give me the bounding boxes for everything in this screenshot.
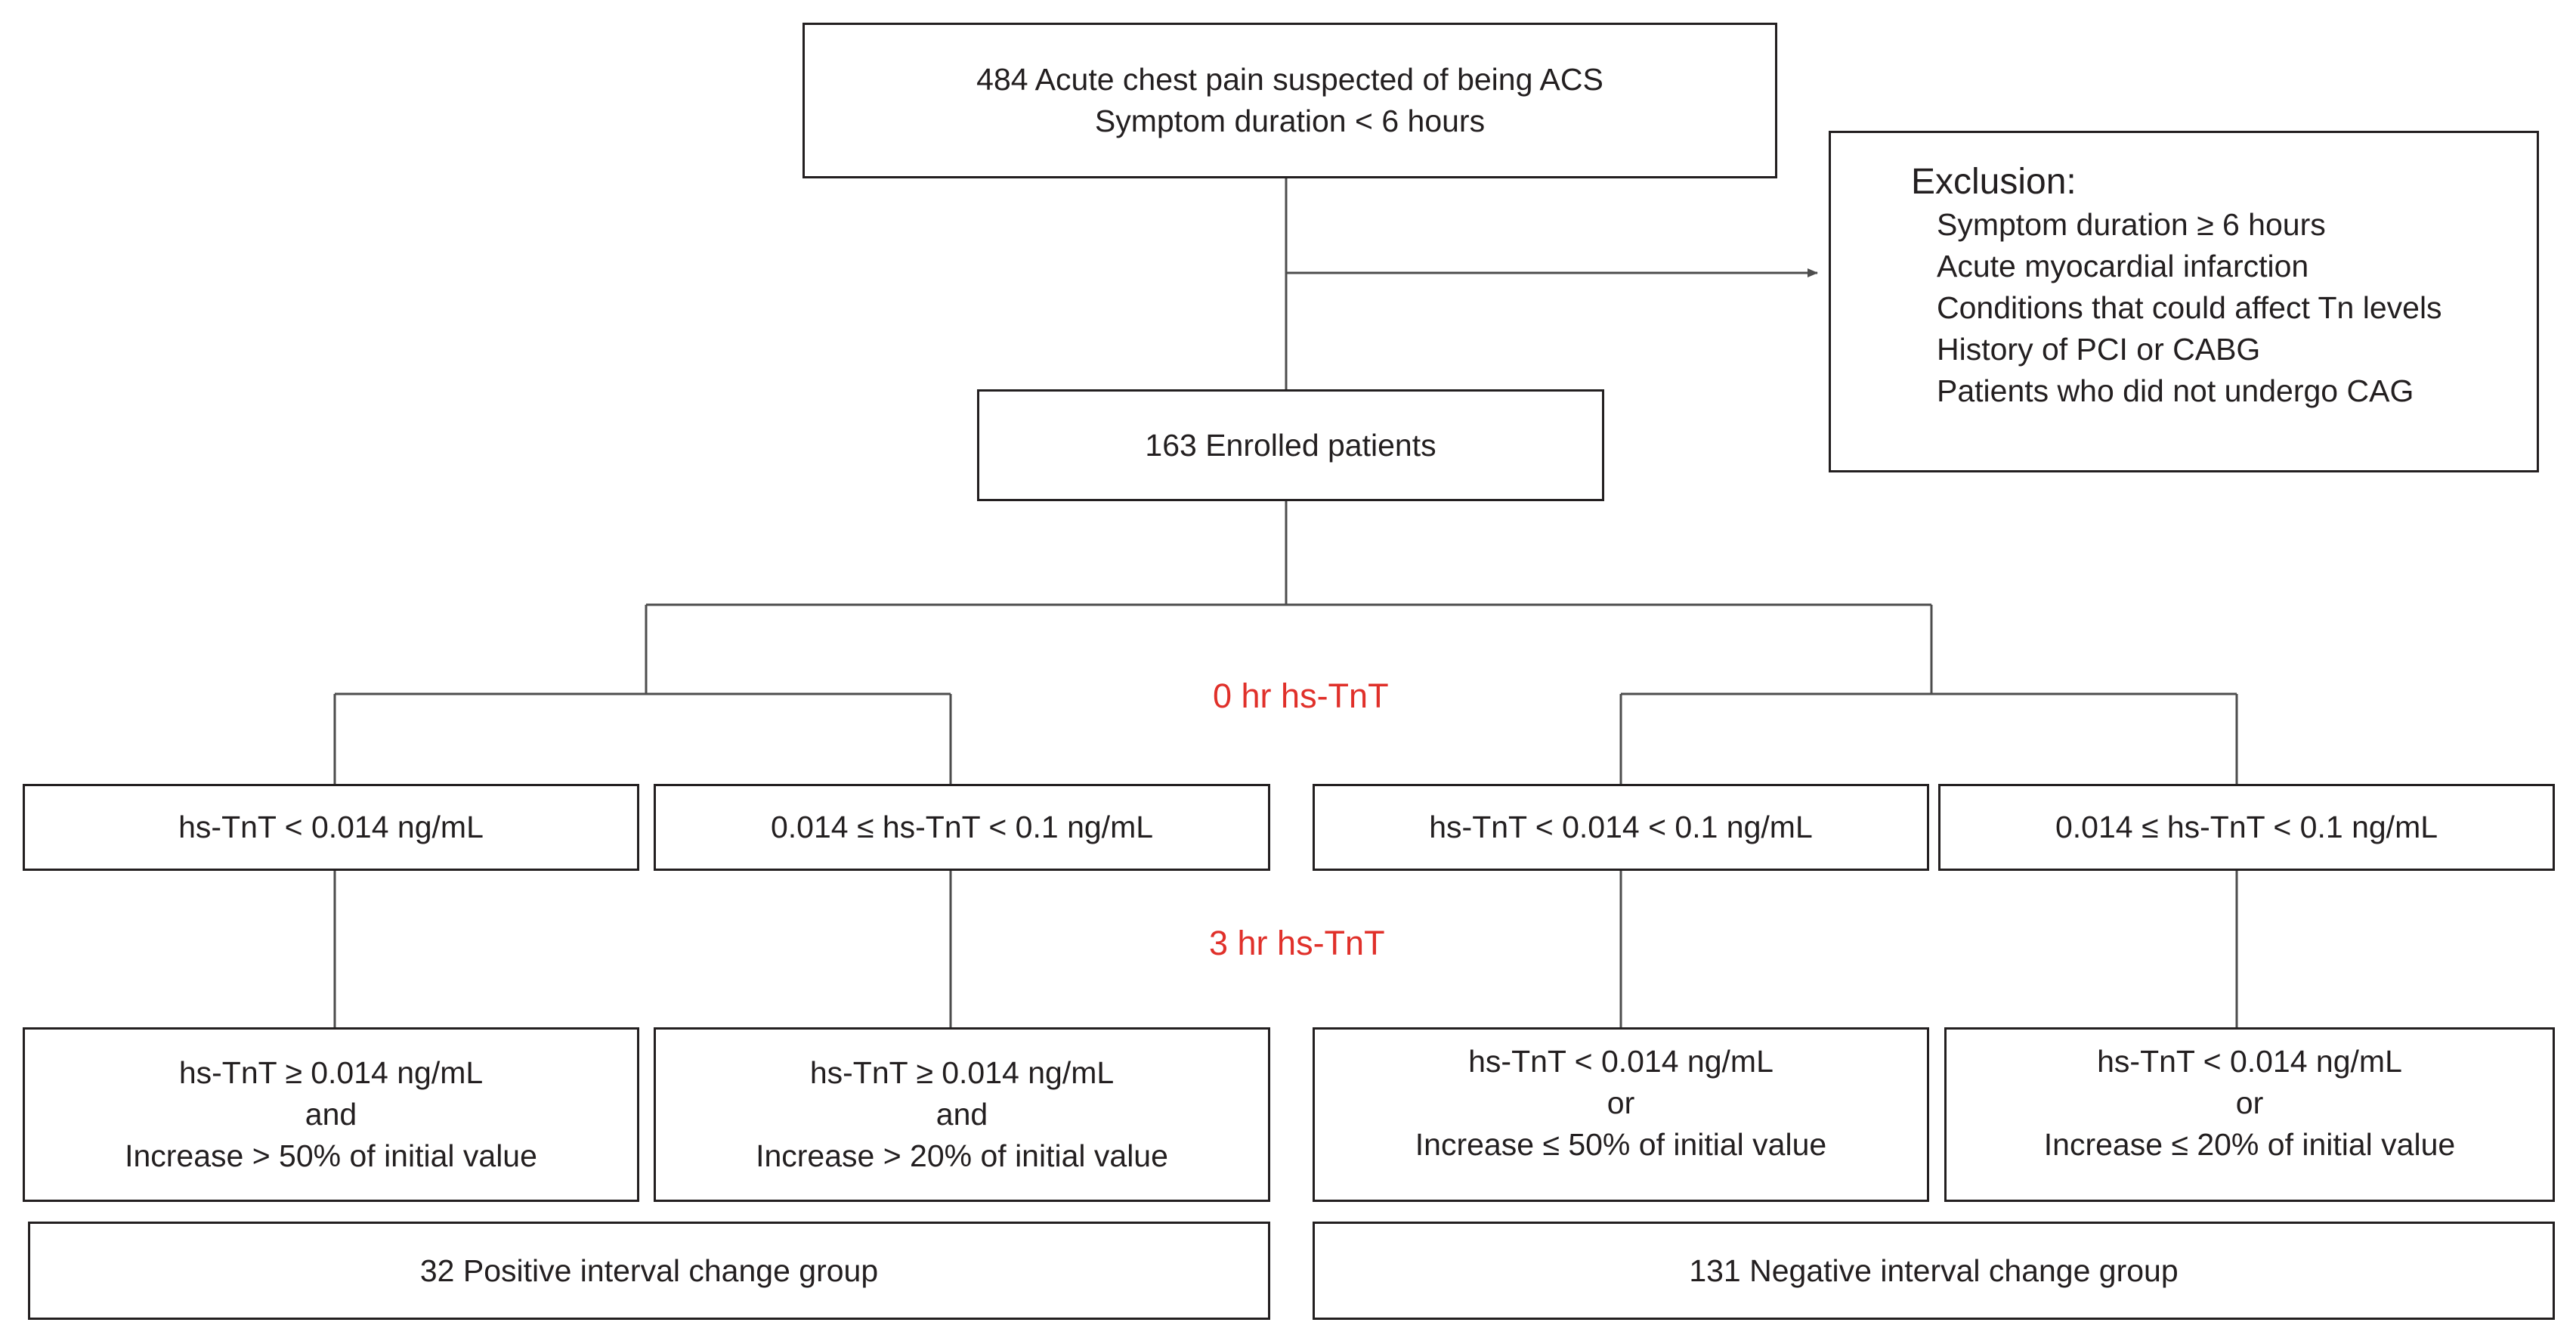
exclusion-item: Conditions that could affect Tn levels — [1937, 290, 2442, 325]
criteria-connector: or — [1607, 1085, 1635, 1120]
baseline-range-box: hs-TnT < 0.014 < 0.1 ng/mL — [1313, 784, 1929, 871]
initial-population-line1: 484 Acute chest pain suspected of being … — [976, 62, 1603, 97]
stage-label-0hr: 0 hr hs-TnT — [1213, 677, 1389, 715]
negative-group-box: 131 Negative interval change group — [1313, 1222, 2555, 1320]
change-criteria-box: hs-TnT ≥ 0.014 ng/mL and Increase > 50% … — [23, 1027, 639, 1202]
exclusion-item: History of PCI or CABG — [1937, 332, 2261, 367]
exclusion-box: Exclusion: Symptom duration ≥ 6 hours Ac… — [1829, 131, 2539, 472]
change-criteria-box: hs-TnT ≥ 0.014 ng/mL and Increase > 20% … — [654, 1027, 1270, 1202]
criteria-connector: or — [2235, 1085, 2264, 1120]
positive-group-box: 32 Positive interval change group — [28, 1222, 1270, 1320]
exclusion-title: Exclusion: — [1911, 162, 2077, 202]
baseline-range-box: 0.014 ≤ hs-TnT < 0.1 ng/mL — [1938, 784, 2555, 871]
baseline-range-label: 0.014 ≤ hs-TnT < 0.1 ng/mL — [2055, 810, 2438, 844]
baseline-range-label: hs-TnT < 0.014 < 0.1 ng/mL — [1429, 810, 1813, 844]
stage-label-3hr: 3 hr hs-TnT — [1209, 924, 1385, 962]
criteria-line: Increase ≤ 50% of initial value — [1415, 1127, 1827, 1162]
change-criteria-box: hs-TnT < 0.014 ng/mL or Increase ≤ 20% o… — [1944, 1027, 2555, 1202]
criteria-line: hs-TnT ≥ 0.014 ng/mL — [178, 1055, 484, 1090]
criteria-connector: and — [305, 1097, 357, 1132]
enrolled-box: 163 Enrolled patients — [977, 389, 1604, 501]
baseline-range-label: 0.014 ≤ hs-TnT < 0.1 ng/mL — [770, 810, 1154, 844]
criteria-line: hs-TnT < 0.014 ng/mL — [1468, 1044, 1774, 1079]
baseline-range-box: 0.014 ≤ hs-TnT < 0.1 ng/mL — [654, 784, 1270, 871]
criteria-line: Increase ≤ 20% of initial value — [2043, 1127, 2456, 1162]
initial-population-box: 484 Acute chest pain suspected of being … — [802, 23, 1777, 178]
criteria-line: hs-TnT ≥ 0.014 ng/mL — [809, 1055, 1115, 1090]
criteria-connector: and — [935, 1097, 988, 1132]
initial-population-line2: Symptom duration < 6 hours — [1094, 104, 1486, 138]
criteria-line: Increase > 20% of initial value — [756, 1138, 1168, 1173]
criteria-line: hs-TnT < 0.014 ng/mL — [2097, 1044, 2402, 1079]
baseline-range-label: hs-TnT < 0.014 ng/mL — [178, 810, 484, 844]
exclusion-item: Symptom duration ≥ 6 hours — [1937, 207, 2326, 242]
negative-group-label: 131 Negative interval change group — [1689, 1253, 2179, 1288]
baseline-range-box: hs-TnT < 0.014 ng/mL — [23, 784, 639, 871]
exclusion-item: Patients who did not undergo CAG — [1937, 373, 2414, 408]
enrolled-label: 163 Enrolled patients — [1145, 427, 1436, 463]
criteria-line: Increase > 50% of initial value — [125, 1138, 537, 1173]
exclusion-item: Acute myocardial infarction — [1937, 249, 2309, 283]
positive-group-label: 32 Positive interval change group — [419, 1253, 879, 1288]
change-criteria-box: hs-TnT < 0.014 ng/mL or Increase ≤ 50% o… — [1313, 1027, 1929, 1202]
